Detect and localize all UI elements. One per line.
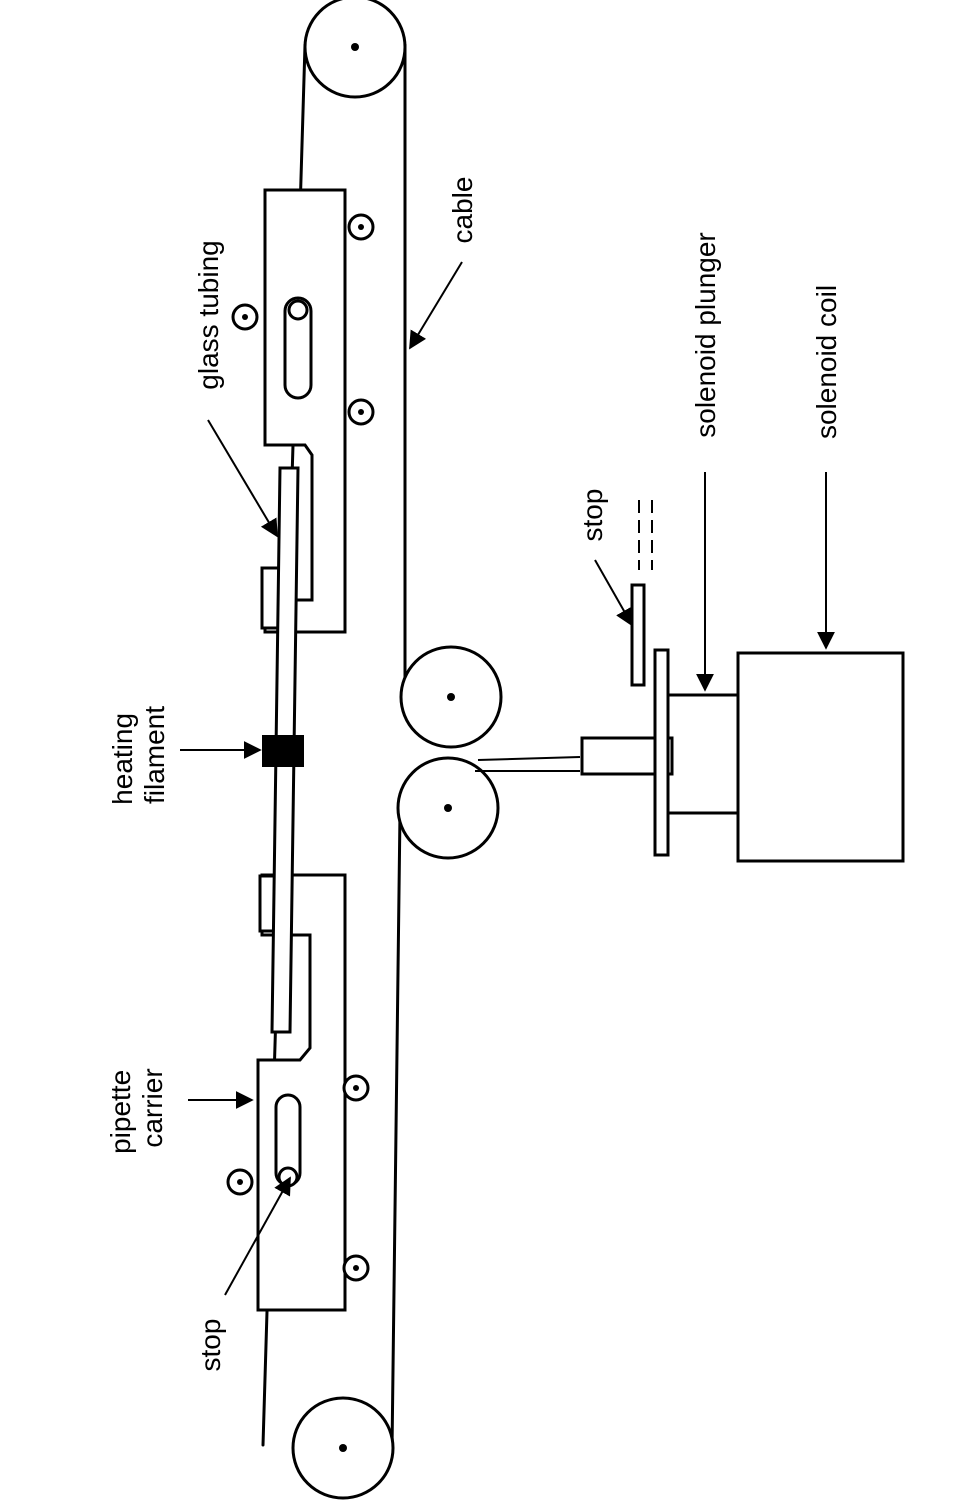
- stop-upper: [630, 583, 646, 687]
- solenoid-assembly: [580, 500, 905, 863]
- pulley-center-lower: [396, 756, 500, 860]
- plunger-rod: [475, 756, 581, 772]
- label-stop-lower: stop: [195, 1319, 226, 1372]
- label-heating-filament: heating filament: [107, 705, 170, 805]
- label-solenoid-plunger: solenoid plunger: [690, 232, 721, 438]
- pulley-bottom: [291, 1396, 395, 1500]
- label-stop-upper: stop: [577, 489, 608, 542]
- pipette-carrier-lower: [226, 873, 370, 1312]
- label-pipette-carrier-line1: pipette: [105, 1070, 136, 1154]
- heating-filament: [262, 735, 304, 767]
- pulley-center-upper: [399, 645, 503, 749]
- solenoid-coil: [736, 651, 905, 863]
- pulley-top: [303, 0, 407, 99]
- pipette-carrier-upper: [231, 188, 375, 634]
- label-pipette-carrier: pipette carrier: [105, 1062, 168, 1154]
- label-heating-filament-line2: filament: [139, 706, 170, 804]
- label-pipette-carrier-line2: carrier: [137, 1068, 168, 1147]
- label-cable: cable: [447, 177, 478, 244]
- leader-arrows: [180, 261, 835, 1296]
- solenoid-plunger: [666, 693, 740, 815]
- label-heating-filament-line1: heating: [107, 713, 138, 805]
- label-solenoid-coil: solenoid coil: [811, 285, 842, 439]
- label-glass-tubing: glass tubing: [193, 240, 224, 389]
